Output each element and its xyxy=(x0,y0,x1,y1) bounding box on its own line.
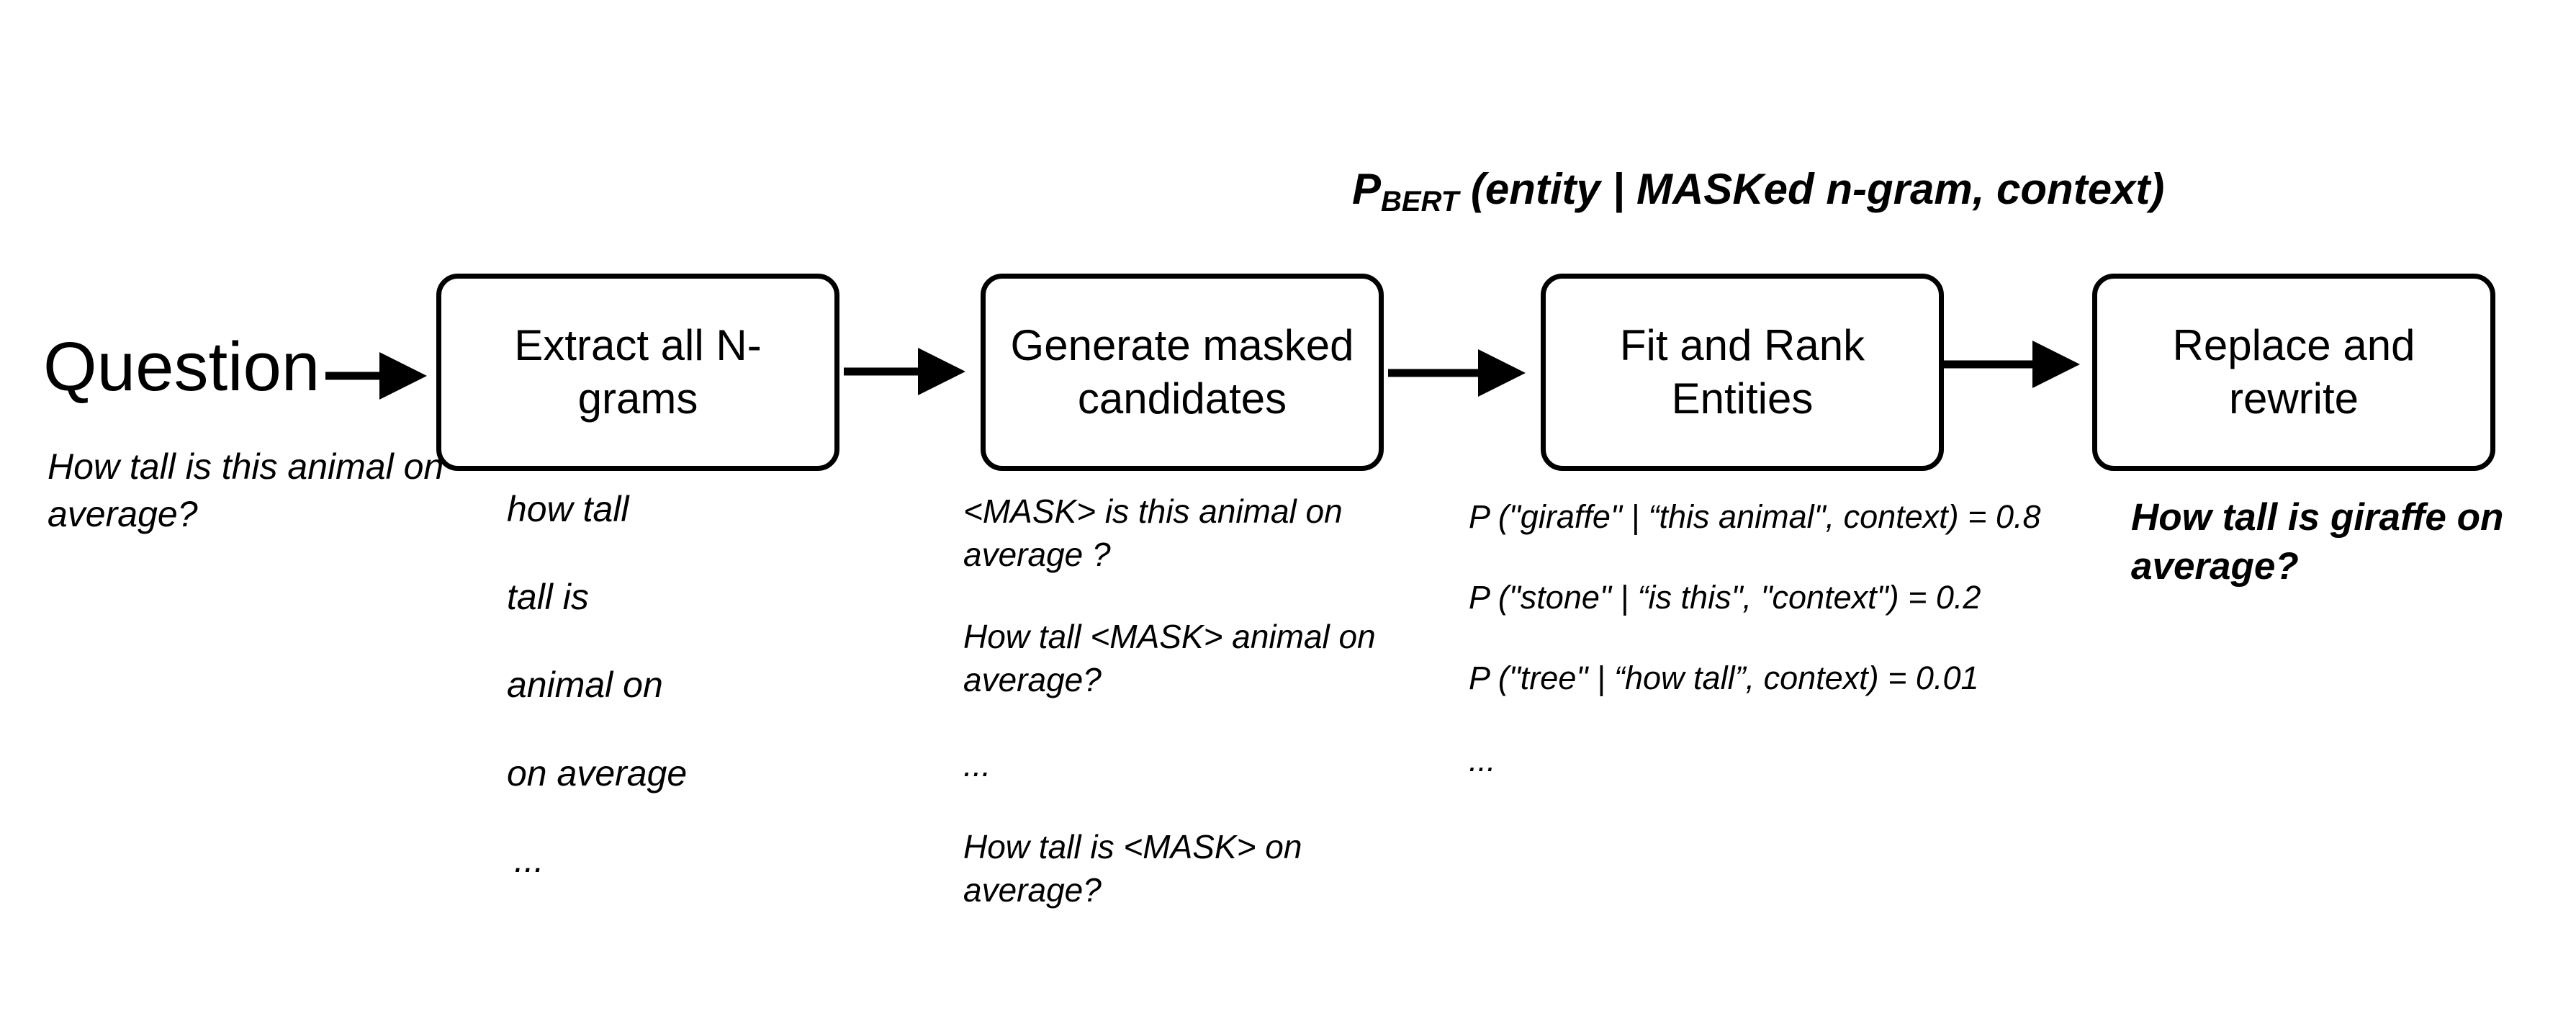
step-label-line2: candidates xyxy=(1077,374,1287,423)
ngram-item: tall is xyxy=(507,577,589,617)
step-box-generate-candidates: Generate masked candidates xyxy=(981,274,1384,471)
entity-probability: P ("giraffe" | “this animal", context) =… xyxy=(1469,498,2041,535)
step-box-replace-rewrite: Replace and rewrite xyxy=(2092,274,2495,471)
step-label-line2: Entities xyxy=(1671,374,1814,423)
step-box-extract-ngrams: Extract all N- grams xyxy=(436,274,839,471)
entity-probability: ... xyxy=(1469,742,1496,778)
step-label-line1: Fit and Rank xyxy=(1619,321,1865,369)
masked-candidate: ... xyxy=(963,746,991,783)
masked-candidate: How tall <MASK> animal on average? xyxy=(963,618,1376,698)
entity-probability: P ("tree" | “how tall”, context) = 0.01 xyxy=(1469,660,1979,696)
question-text: How tall is this animal on average? xyxy=(48,446,444,534)
step-label-line1: Replace and xyxy=(2172,321,2415,369)
step-label-line2: rewrite xyxy=(2228,374,2359,423)
bert-probability-formula: PBERT (entity | MASKed n-gram, context) xyxy=(1352,164,2164,218)
formula-rest: (entity | MASKed n-gram, context) xyxy=(1459,165,2165,213)
formula-prefix: P xyxy=(1352,165,1382,213)
masked-candidate: <MASK> is this animal on average ? xyxy=(963,492,1343,573)
question-title: Question xyxy=(43,328,320,405)
step-box-fit-rank: Fit and Rank Entities xyxy=(1541,274,1944,471)
step-label-line1: Generate masked xyxy=(1010,321,1354,369)
formula-subscript: BERT xyxy=(1381,186,1459,217)
ngram-item: ... xyxy=(514,840,544,880)
ngram-item: on average xyxy=(507,753,688,793)
step-label-line2: grams xyxy=(577,374,698,423)
ngram-item: how tall xyxy=(507,489,629,529)
rewritten-question: How tall is giraffe on average? xyxy=(2131,496,2504,588)
masked-candidate: How tall is <MASK> on average? xyxy=(963,828,1302,909)
ngram-item: animal on xyxy=(507,665,663,705)
entity-probability: P ("stone" | “is this", "context") = 0.2 xyxy=(1469,579,1981,616)
step-label-line1: Extract all N- xyxy=(514,321,762,369)
